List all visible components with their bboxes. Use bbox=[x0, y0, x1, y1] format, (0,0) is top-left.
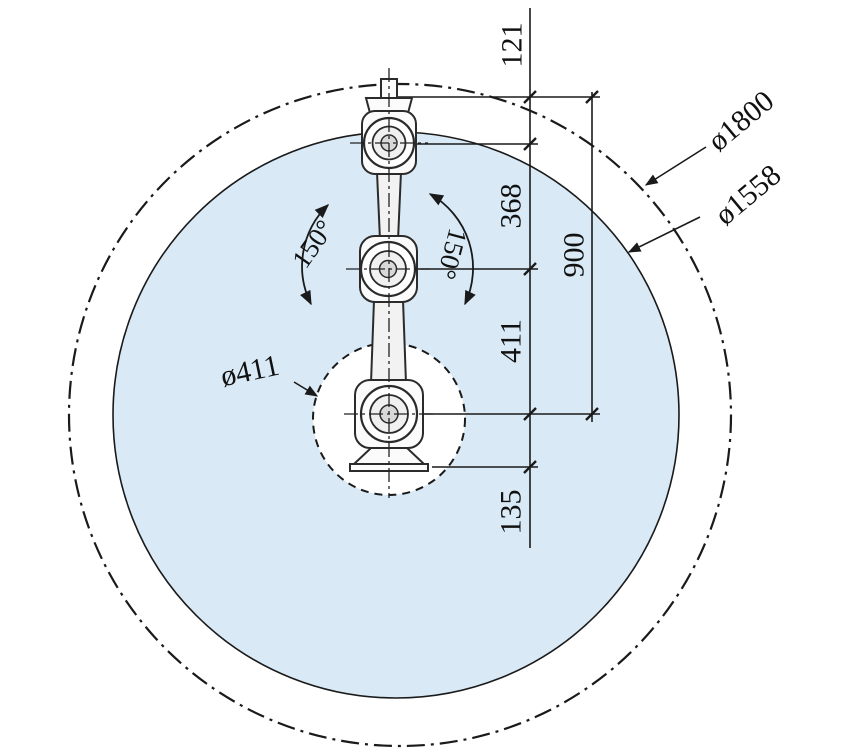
witness-lines bbox=[398, 96, 600, 468]
leader-work-diameter bbox=[627, 216, 701, 253]
dim-900-label: 900 bbox=[558, 233, 591, 278]
dimension-ticks bbox=[523, 90, 599, 474]
leader-outer-diameter bbox=[644, 146, 707, 186]
dim-368-label: 368 bbox=[495, 184, 528, 229]
dia-work-label: ø1558 bbox=[709, 158, 788, 231]
joint-base bbox=[359, 384, 419, 444]
centerlines bbox=[344, 68, 434, 498]
outer-reach-circle bbox=[67, 82, 733, 748]
dim-135-label: 135 bbox=[495, 490, 528, 535]
dia-outer-label: ø1800 bbox=[702, 84, 781, 157]
dim-411-label: 411 bbox=[495, 319, 528, 363]
dim-121-label: 121 bbox=[496, 23, 529, 68]
robot-arm bbox=[349, 78, 429, 472]
angle-arc-right bbox=[428, 193, 476, 306]
angle-arc-left bbox=[300, 203, 330, 306]
diameter-leaders bbox=[293, 146, 707, 397]
leader-inner-diameter bbox=[293, 381, 319, 397]
joint-elbow bbox=[359, 240, 417, 298]
